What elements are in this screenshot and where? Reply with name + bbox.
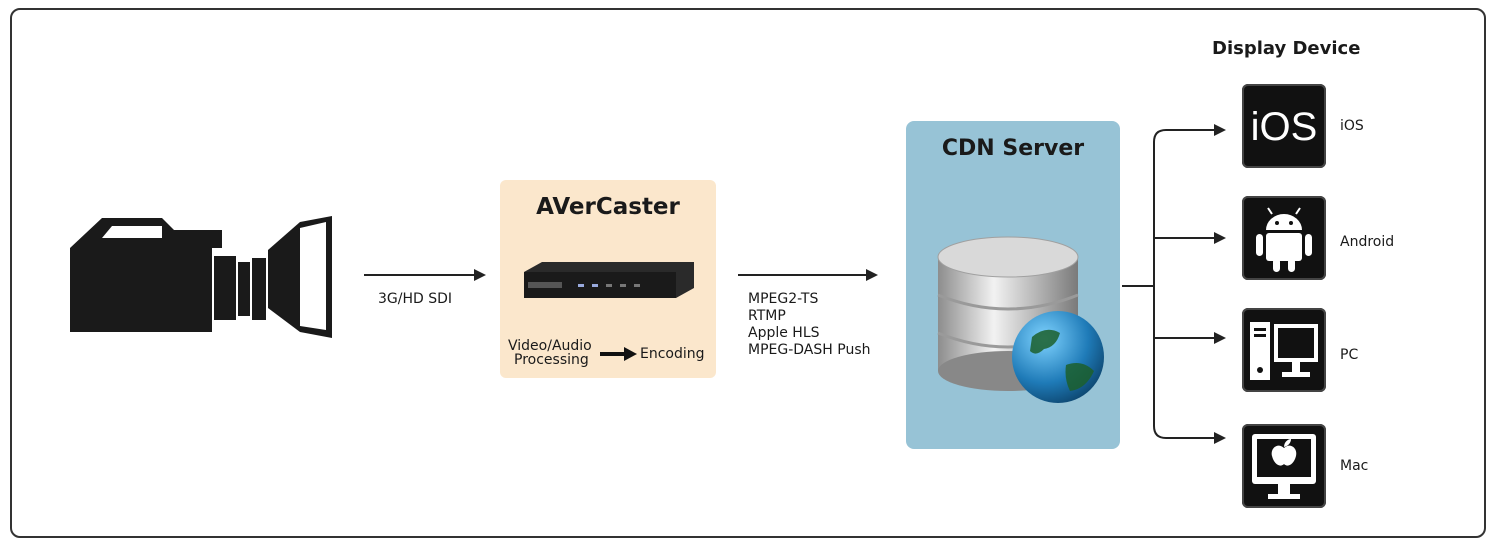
pc-icon bbox=[1250, 322, 1318, 380]
ios-icon: iOS bbox=[1251, 105, 1318, 149]
device-label-android: Android bbox=[1340, 234, 1395, 250]
mac-icon bbox=[1252, 434, 1316, 499]
stream-arrow bbox=[738, 269, 878, 281]
ios-tile: iOS bbox=[1242, 84, 1326, 168]
device-label-pc: PC bbox=[1340, 347, 1359, 363]
device-label-mac: Mac bbox=[1340, 458, 1369, 474]
sdi-label: 3G/HD SDI bbox=[378, 291, 453, 307]
cdn-title: CDN Server bbox=[941, 136, 1085, 161]
android-tile bbox=[1242, 196, 1326, 280]
avercaster-title: AVerCaster bbox=[536, 194, 680, 220]
process-label-line1: Video/Audio bbox=[508, 338, 592, 354]
protocol-mpeg-dash: MPEG-DASH Push bbox=[748, 342, 871, 358]
fanout-connector bbox=[1122, 124, 1226, 444]
cdn-server-box: CDN Server bbox=[906, 121, 1120, 449]
process-label-line2: Processing bbox=[514, 352, 589, 368]
display-heading: Display Device bbox=[1212, 38, 1361, 59]
device-label-ios: iOS bbox=[1340, 118, 1364, 134]
video-camera-icon bbox=[70, 216, 332, 338]
android-icon bbox=[1256, 207, 1312, 272]
protocol-apple-hls: Apple HLS bbox=[748, 325, 820, 341]
database-globe-icon bbox=[937, 236, 1104, 403]
pc-tile bbox=[1242, 308, 1326, 392]
protocol-rtmp: RTMP bbox=[748, 308, 786, 324]
mac-tile bbox=[1242, 424, 1326, 508]
process-arrow bbox=[600, 347, 637, 361]
encoding-label: Encoding bbox=[640, 346, 705, 362]
encoder-device-icon bbox=[524, 262, 694, 298]
ios-tile-text: iOS bbox=[1251, 105, 1318, 149]
protocol-mpeg2ts: MPEG2-TS bbox=[748, 291, 819, 307]
avercaster-box: AVerCaster Video/Audio Processing Encodi… bbox=[500, 180, 716, 378]
sdi-arrow bbox=[364, 269, 486, 281]
